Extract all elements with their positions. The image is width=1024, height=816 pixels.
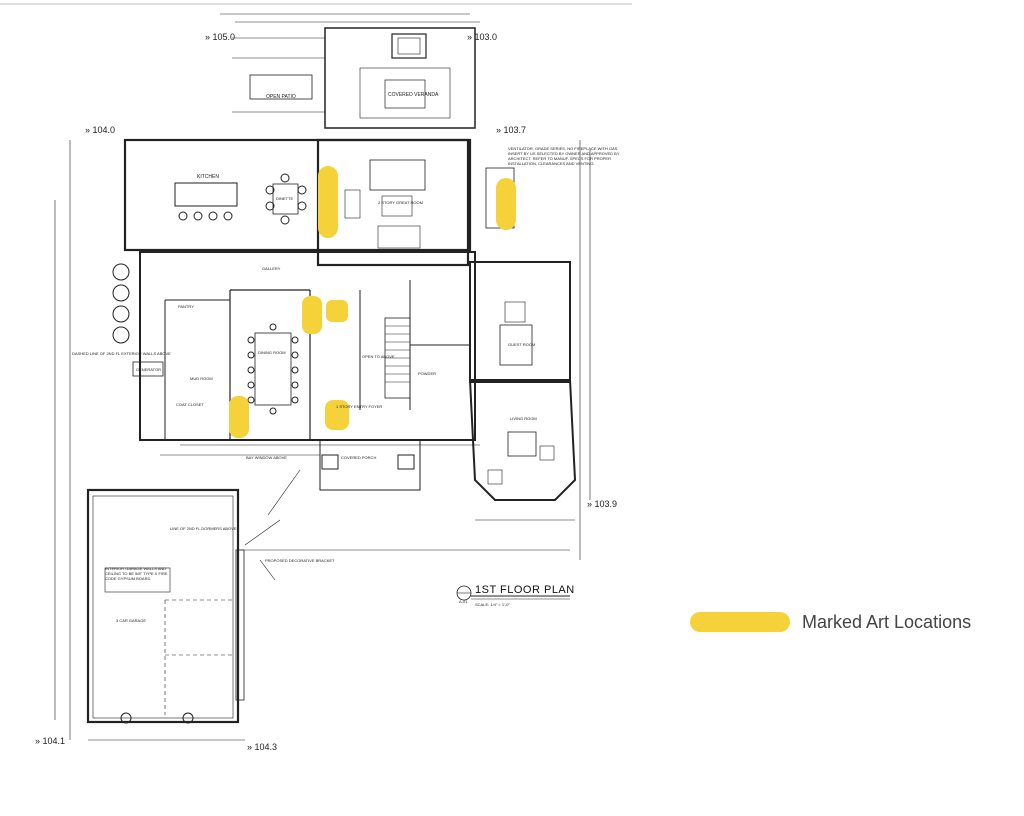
room-label-open-patio: OPEN PATIO: [266, 94, 296, 100]
plan-scale: SCALE: 1/4" = 1'-0": [475, 602, 510, 607]
room-label-dining-room: DINING ROOM: [258, 350, 286, 355]
elevation-top-right: » 103.0: [467, 32, 497, 42]
room-label-open-to-above: OPEN TO ABOVE: [362, 354, 395, 359]
note-fireplace: VENTILATOR, GRADE SERIES, NO FIREPLACE W…: [508, 146, 620, 166]
room-label-kitchen: KITCHEN: [197, 174, 219, 180]
room-label-covered-veranda: COVERED VERANDA: [388, 92, 439, 98]
elevation-right-upper: » 103.7: [496, 125, 526, 135]
art-marker-gallery-north: [302, 296, 322, 334]
room-label-mud-room: MUD ROOM: [190, 376, 213, 381]
art-marker-dining-south: [229, 396, 249, 438]
room-label-pantry: PANTRY: [178, 304, 194, 309]
legend-label: Marked Art Locations: [802, 611, 972, 632]
art-marker-gallery-niche: [326, 300, 348, 322]
room-label-gallery: GALLERY: [262, 266, 281, 271]
room-label-covered-porch: COVERED PORCH: [341, 455, 376, 460]
room-label-great-room: 2 STORY GREAT ROOM: [378, 200, 423, 205]
room-label-dinette: DINETTE: [276, 196, 293, 201]
room-label-garage: 3 CAR GARAGE: [116, 618, 146, 623]
art-marker-foyer: [325, 400, 349, 430]
art-marker-fireplace: [496, 178, 516, 230]
note-garage-walls-block: INTERIOR GARAGE WALLS AND CEILING TO BE …: [105, 566, 168, 581]
elevation-bottom-left: » 104.1: [35, 736, 65, 746]
note-garage-walls: INTERIOR GARAGE WALLS AND CEILING TO BE …: [105, 566, 168, 581]
art-marker-great-room-west: [318, 166, 338, 238]
room-label-foyer: 1 STORY ENTRY FOYER: [336, 404, 382, 409]
room-label-coat-closet: COAT CLOSET: [176, 402, 204, 407]
room-label-living-room: LIVING ROOM: [510, 416, 537, 421]
plan-sheet-number: A-01: [459, 599, 468, 604]
room-label-generator: GENERATOR: [136, 367, 161, 372]
note-dashed-line: DASHED LINE OF 2ND FL EXTERIOR WALLS ABO…: [72, 351, 171, 356]
elevation-top-left: » 105.0: [205, 32, 235, 42]
note-fireplace-block: VENTILATOR, GRADE SERIES, NO FIREPLACE W…: [508, 146, 620, 166]
room-label-powder: POWDER: [418, 371, 436, 376]
legend-swatch: [690, 612, 790, 632]
elevation-right-lower: » 103.9: [587, 499, 617, 509]
elevation-bottom-center: » 104.3: [247, 742, 277, 752]
note-decorative-bracket: PROPOSED DECORATIVE BRACKET: [265, 558, 335, 563]
plan-title: 1ST FLOOR PLAN: [475, 584, 575, 596]
elevation-left: » 104.0: [85, 125, 115, 135]
note-bay-window: BAY WINDOW ABOVE: [246, 455, 287, 460]
legend: Marked Art Locations: [690, 610, 971, 634]
note-dormers: LINE OF 2ND FL DORMERS ABOVE: [170, 526, 237, 531]
room-label-guest-room: GUEST ROOM: [508, 342, 535, 347]
